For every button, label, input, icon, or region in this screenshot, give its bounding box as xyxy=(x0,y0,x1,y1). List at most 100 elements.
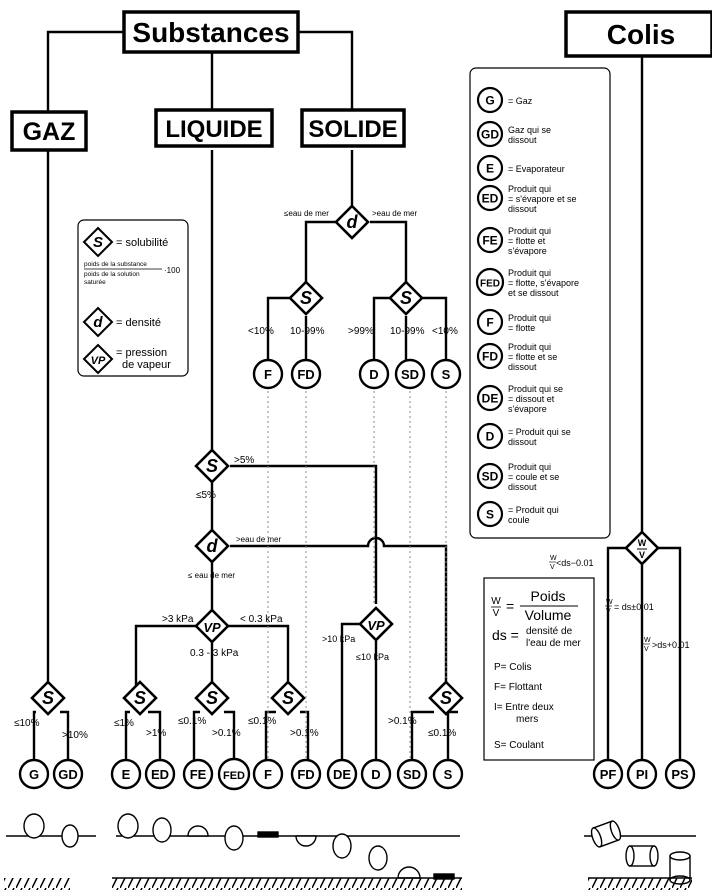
svg-text:Gaz qui se: Gaz qui se xyxy=(508,125,551,135)
svg-text:10-99%: 10-99% xyxy=(390,326,425,337)
svg-text:= coule et se: = coule et se xyxy=(508,472,559,482)
colis-outcome-pf: PF xyxy=(594,760,622,788)
svg-text:Poids: Poids xyxy=(530,588,565,604)
svg-text:ED: ED xyxy=(482,192,499,206)
colis-outcome-ps: PS xyxy=(666,760,694,788)
solide-title: SOLIDE xyxy=(308,116,397,143)
svg-text:poids de la substance: poids de la substance xyxy=(84,261,147,268)
svg-text:I= Entre deux: I= Entre deux xyxy=(494,702,554,713)
vapour-pressure-diamond-dissolve: VP xyxy=(360,608,392,640)
svg-text:S= Coulant: S= Coulant xyxy=(494,740,544,751)
svg-text:SD: SD xyxy=(401,367,419,382)
svg-text:VP: VP xyxy=(91,355,106,367)
svg-text:= pression: = pression xyxy=(116,347,167,359)
svg-text:E: E xyxy=(122,767,131,782)
svg-text:E: E xyxy=(486,162,494,176)
outcome-s: S xyxy=(434,760,462,788)
outcome-e: E xyxy=(112,760,140,788)
svg-text:W: W xyxy=(606,599,613,606)
svg-text:DE: DE xyxy=(482,392,499,406)
svg-text:<10%: <10% xyxy=(432,326,458,337)
svg-text:= Gaz: = Gaz xyxy=(508,96,533,106)
svg-text:= flotte et se: = flotte et se xyxy=(508,352,557,362)
svg-text:V: V xyxy=(639,550,645,560)
svg-text:poids de la solution: poids de la solution xyxy=(84,271,140,278)
svg-text:= Produit qui: = Produit qui xyxy=(508,505,559,515)
svg-text:S: S xyxy=(440,688,452,708)
svg-text:= flotte et: = flotte et xyxy=(508,236,546,246)
svg-text:Produit qui: Produit qui xyxy=(508,342,551,352)
svg-text:W: W xyxy=(550,555,557,562)
svg-text:S: S xyxy=(206,456,218,476)
svg-text:= dissout et: = dissout et xyxy=(508,394,555,404)
svg-text:<10%: <10% xyxy=(248,326,274,337)
outcome-fd: FD xyxy=(292,760,320,788)
code-legend: G= GazGDGaz qui sedissoutE= EvaporateurE… xyxy=(470,68,610,538)
solide-box: SOLIDE xyxy=(302,110,404,146)
svg-text:= ds±0.01: = ds±0.01 xyxy=(614,602,654,612)
svg-text:>0.1%: >0.1% xyxy=(290,728,319,739)
outcome-fed: FED xyxy=(219,759,249,789)
legend-s-label: = solubilité xyxy=(116,237,168,249)
svg-text:FE: FE xyxy=(190,767,207,782)
solubility-diamond-solid-low: S xyxy=(290,282,322,314)
svg-text:VP: VP xyxy=(367,618,385,633)
svg-text:dissout: dissout xyxy=(508,482,537,492)
solubility-diamond-fe: S xyxy=(196,682,228,714)
substances-title: Substances xyxy=(132,17,289,48)
density-diamond-solid: d xyxy=(336,206,368,238)
svg-text:Produit qui: Produit qui xyxy=(508,226,551,236)
svg-text:≤5%: ≤5% xyxy=(196,490,216,501)
svg-text:V: V xyxy=(644,646,649,653)
svg-text:DE: DE xyxy=(333,767,351,782)
svg-text:d: d xyxy=(93,314,103,331)
svg-text:≤0.1%: ≤0.1% xyxy=(248,716,276,727)
symbol-legend: S = solubilité poids de la substance poi… xyxy=(78,220,188,376)
gaz-title: GAZ xyxy=(23,118,76,146)
svg-text:>1%: >1% xyxy=(146,728,166,739)
svg-text:saturée: saturée xyxy=(84,279,106,286)
svg-text:G: G xyxy=(29,767,39,782)
sea-illustrations xyxy=(4,814,696,890)
svg-text:FD: FD xyxy=(482,350,498,364)
outcome-gd: GD xyxy=(54,760,82,788)
svg-text:PF: PF xyxy=(600,767,617,782)
solubility-diamond-s: S xyxy=(430,682,462,714)
svg-text:PS: PS xyxy=(671,767,689,782)
svg-text:S: S xyxy=(442,367,451,382)
svg-text:≤0.1%: ≤0.1% xyxy=(178,716,206,727)
svg-text:>10 kPa: >10 kPa xyxy=(322,634,355,644)
svg-text:≤1%: ≤1% xyxy=(114,718,134,729)
svg-text:S: S xyxy=(134,688,146,708)
svg-text:s'évapore: s'évapore xyxy=(508,404,547,414)
svg-text:FD: FD xyxy=(297,367,314,382)
svg-text:ds =: ds = xyxy=(492,627,519,643)
svg-text:10-99%: 10-99% xyxy=(290,326,325,337)
svg-text:Produit qui: Produit qui xyxy=(508,184,551,194)
svg-text:S: S xyxy=(42,688,54,708)
outcome-g: G xyxy=(20,760,48,788)
svg-text:P= Colis: P= Colis xyxy=(494,662,532,673)
svg-text:≤10%: ≤10% xyxy=(14,718,40,729)
svg-text:de vapeur: de vapeur xyxy=(122,359,171,371)
svg-text:s'évapore: s'évapore xyxy=(508,246,547,256)
svg-text:coule: coule xyxy=(508,515,530,525)
solid-outcome-sd: SD xyxy=(396,360,424,388)
svg-text:dissout: dissout xyxy=(508,362,537,372)
svg-text:SD: SD xyxy=(482,470,499,484)
solubility-diamond-solid-high: S xyxy=(390,282,422,314)
solubility-diamond-liquid: S xyxy=(196,450,228,482)
svg-text:G: G xyxy=(485,94,494,108)
solubility-diamond-f: S xyxy=(272,682,304,714)
svg-text:>5%: >5% xyxy=(234,455,254,466)
svg-text:VP: VP xyxy=(203,620,221,635)
solubility-diamond-gas: S xyxy=(32,682,64,714)
colis-box: Colis xyxy=(566,12,712,56)
svg-text:S: S xyxy=(444,767,453,782)
svg-text:≤10 kPa: ≤10 kPa xyxy=(356,652,389,662)
svg-text:<ds−0.01: <ds−0.01 xyxy=(556,558,594,568)
outcome-fe: FE xyxy=(184,760,212,788)
svg-text:S: S xyxy=(486,508,494,522)
svg-text:D: D xyxy=(369,367,378,382)
svg-text:=: = xyxy=(506,598,514,614)
